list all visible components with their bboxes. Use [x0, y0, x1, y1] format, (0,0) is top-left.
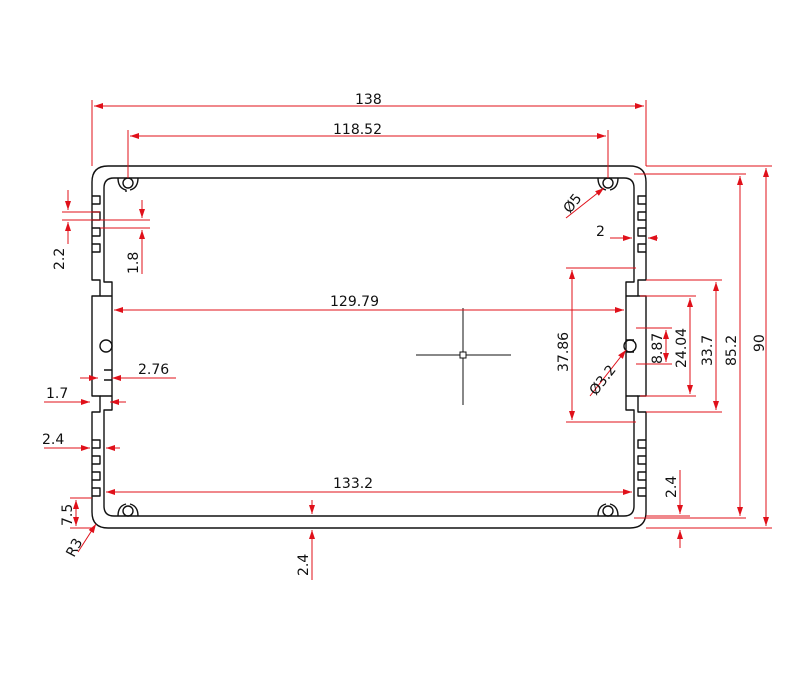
dim-radius-r3: R3 [63, 536, 86, 560]
dim-corner-7-5: 7.5 [60, 504, 76, 526]
dim-wall-left-2-4: 2.4 [42, 432, 64, 448]
inner-contour [103, 177, 635, 517]
fins-left-top [92, 195, 101, 253]
left-slot-detail [100, 295, 112, 397]
screw-hole-top-left [122, 177, 134, 189]
dim-inner-width-middle: 129.79 [330, 294, 379, 310]
fins-left-bottom [92, 439, 101, 497]
dim-height-85: 85.2 [724, 335, 740, 366]
dimension-lines [44, 100, 772, 580]
side-hole-left [99, 339, 113, 353]
dim-wall-bottom-2-4: 2.4 [296, 554, 312, 576]
dim-wall-right-2-4: 2.4 [664, 476, 680, 498]
dim-slot-37: 37.86 [556, 332, 572, 372]
right-slot-detail [626, 295, 638, 397]
dim-fin-2-2: 2.2 [52, 248, 68, 270]
screw-boss-bottom-left [117, 503, 139, 517]
screw-hole-bottom-right [602, 505, 614, 517]
screw-boss-top-left [117, 177, 139, 192]
dim-slot-8: 8.87 [650, 333, 666, 364]
dim-rail-1-7: 1.7 [46, 386, 68, 402]
dim-overall-height: 90 [752, 334, 768, 352]
dim-wall-right-2: 2 [596, 224, 605, 240]
dim-hole-5: Ø5 [561, 191, 586, 217]
enclosure-profile [91, 165, 647, 529]
dim-hole-span: 118.52 [333, 122, 382, 138]
dimension-labels: 138 118.52 129.79 133.2 90 85.2 33.7 24.… [42, 92, 768, 576]
dim-slot-24: 24.04 [674, 328, 690, 368]
outer-contour [91, 165, 647, 529]
center-crosshair [416, 308, 511, 405]
dim-inner-width-bottom: 133.2 [333, 476, 373, 492]
dim-overall-width: 138 [355, 92, 382, 108]
fins-right-top [637, 195, 646, 253]
fins-right-bottom [637, 439, 646, 497]
screw-hole-top-right [602, 177, 614, 189]
screw-boss-bottom-right [597, 503, 619, 517]
dim-slot-33: 33.7 [700, 335, 716, 366]
screw-boss-top-right [597, 177, 619, 191]
dim-rail-2-76: 2.76 [138, 362, 169, 378]
screw-hole-bottom-left [122, 505, 134, 517]
dim-fin-1-8: 1.8 [126, 252, 142, 274]
dim-hole-3: Ø3.2 [587, 362, 620, 398]
